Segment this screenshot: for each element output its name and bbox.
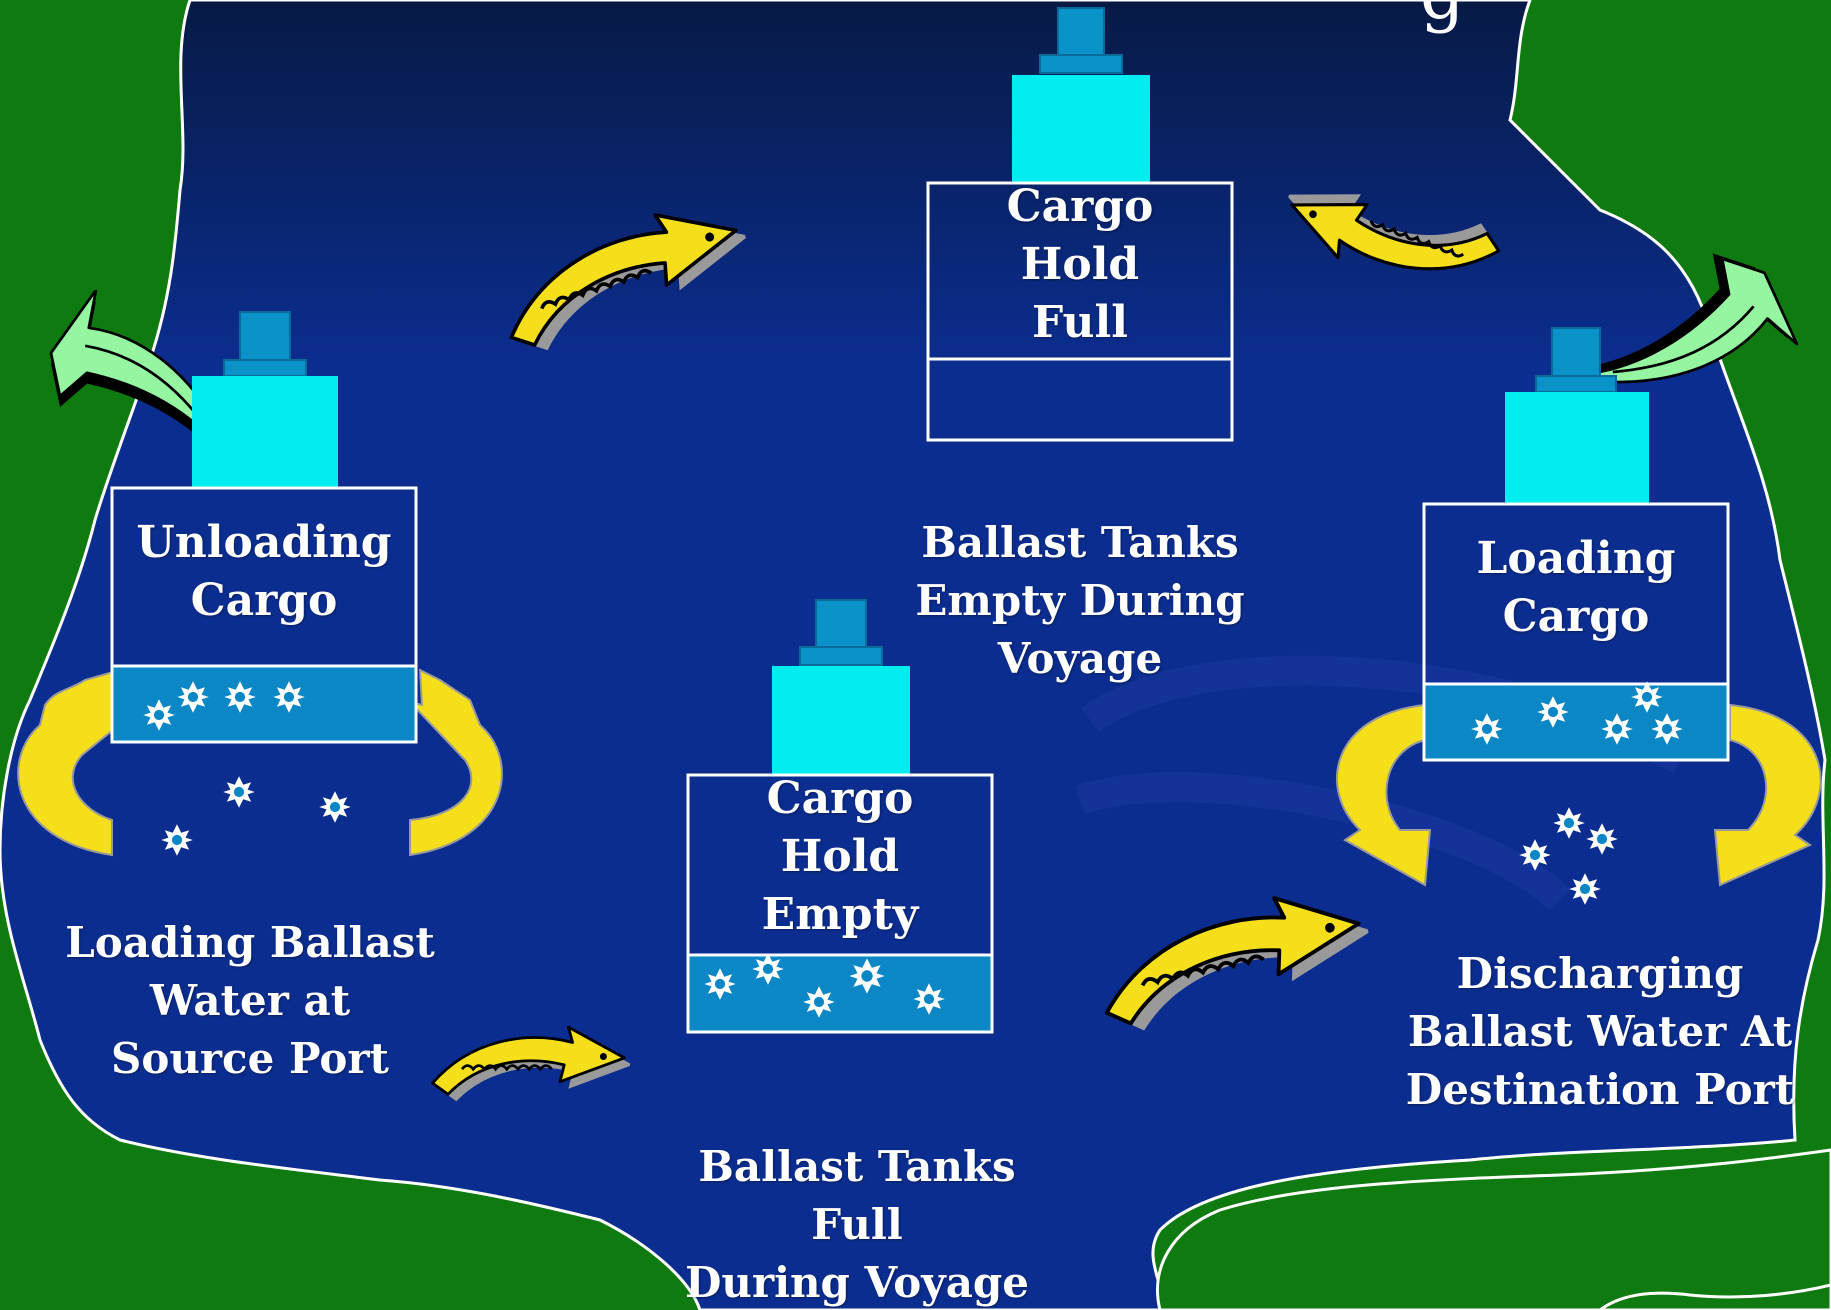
hold-label-line: Cargo bbox=[766, 773, 914, 824]
caption-ballast-empty: Ballast Tanks Empty During Voyage bbox=[880, 514, 1280, 688]
caption-line: Loading Ballast bbox=[65, 918, 435, 967]
caption-line: Full bbox=[811, 1200, 903, 1249]
caption-line: Discharging bbox=[1456, 949, 1744, 998]
caption-line: Ballast Water At bbox=[1407, 1007, 1793, 1056]
hold-label-line: Cargo bbox=[1006, 181, 1154, 232]
caption-ballast-full: Ballast Tanks Full During Voyage bbox=[657, 1138, 1057, 1310]
superstructure bbox=[1012, 75, 1150, 183]
superstructure bbox=[772, 666, 910, 774]
caption-loading-ballast: Loading Ballast Water at Source Port bbox=[50, 914, 450, 1088]
caption-line: Water at bbox=[149, 976, 351, 1025]
ship-cargo-empty bbox=[686, 599, 994, 1034]
ship-unloading bbox=[110, 311, 418, 744]
ballast-tank bbox=[110, 664, 418, 744]
caption-line: Empty During bbox=[915, 576, 1245, 625]
ship-cargo-full bbox=[926, 7, 1234, 442]
title-fragment: g bbox=[1420, 0, 1465, 35]
island-bottom-right-lower bbox=[1597, 1283, 1831, 1310]
funnel-base bbox=[799, 646, 883, 666]
funnel bbox=[239, 311, 291, 365]
hold-label-empty: Cargo Hold Empty bbox=[688, 770, 992, 944]
hold-label-full: Cargo Hold Full bbox=[928, 178, 1232, 352]
hold-label-line: Cargo bbox=[1502, 591, 1650, 642]
funnel-base bbox=[223, 359, 307, 377]
funnel bbox=[1551, 327, 1601, 379]
caption-line: During Voyage bbox=[684, 1258, 1030, 1307]
ballast-tank-empty bbox=[926, 357, 1234, 442]
funnel bbox=[1057, 7, 1105, 59]
hold-label-line: Loading bbox=[1476, 533, 1676, 584]
caption-line: Ballast Tanks bbox=[698, 1142, 1016, 1191]
hold-label-line: Empty bbox=[761, 889, 919, 940]
hold-label-unloading: Unloading Cargo bbox=[112, 514, 416, 630]
funnel-base bbox=[1535, 375, 1617, 393]
caption-line: Voyage bbox=[997, 634, 1163, 683]
ballast-tank bbox=[1422, 682, 1730, 762]
hold-label-loading: Loading Cargo bbox=[1424, 530, 1728, 646]
funnel bbox=[815, 599, 867, 651]
hold-label-line: Hold bbox=[1020, 239, 1140, 290]
curved-yellow-arrow-icon bbox=[406, 668, 503, 857]
island-bottom-right bbox=[1156, 1148, 1831, 1310]
hold-label-line: Hold bbox=[780, 831, 900, 882]
hold-label-line: Unloading bbox=[136, 517, 392, 568]
caption-line: Destination Port bbox=[1405, 1065, 1795, 1114]
caption-line: Source Port bbox=[111, 1034, 389, 1083]
caption-line: Ballast Tanks bbox=[921, 518, 1239, 567]
hold-label-line: Cargo bbox=[190, 575, 338, 626]
caption-discharging: Discharging Ballast Water At Destination… bbox=[1380, 945, 1820, 1119]
curved-yellow-arrow-icon bbox=[1713, 703, 1822, 887]
superstructure bbox=[1505, 392, 1649, 504]
curved-yellow-arrow-icon bbox=[1336, 703, 1432, 887]
funnel-base bbox=[1039, 54, 1123, 74]
ballast-tank-full bbox=[686, 953, 994, 1034]
superstructure bbox=[192, 376, 338, 488]
hold-label-line: Full bbox=[1032, 297, 1128, 348]
